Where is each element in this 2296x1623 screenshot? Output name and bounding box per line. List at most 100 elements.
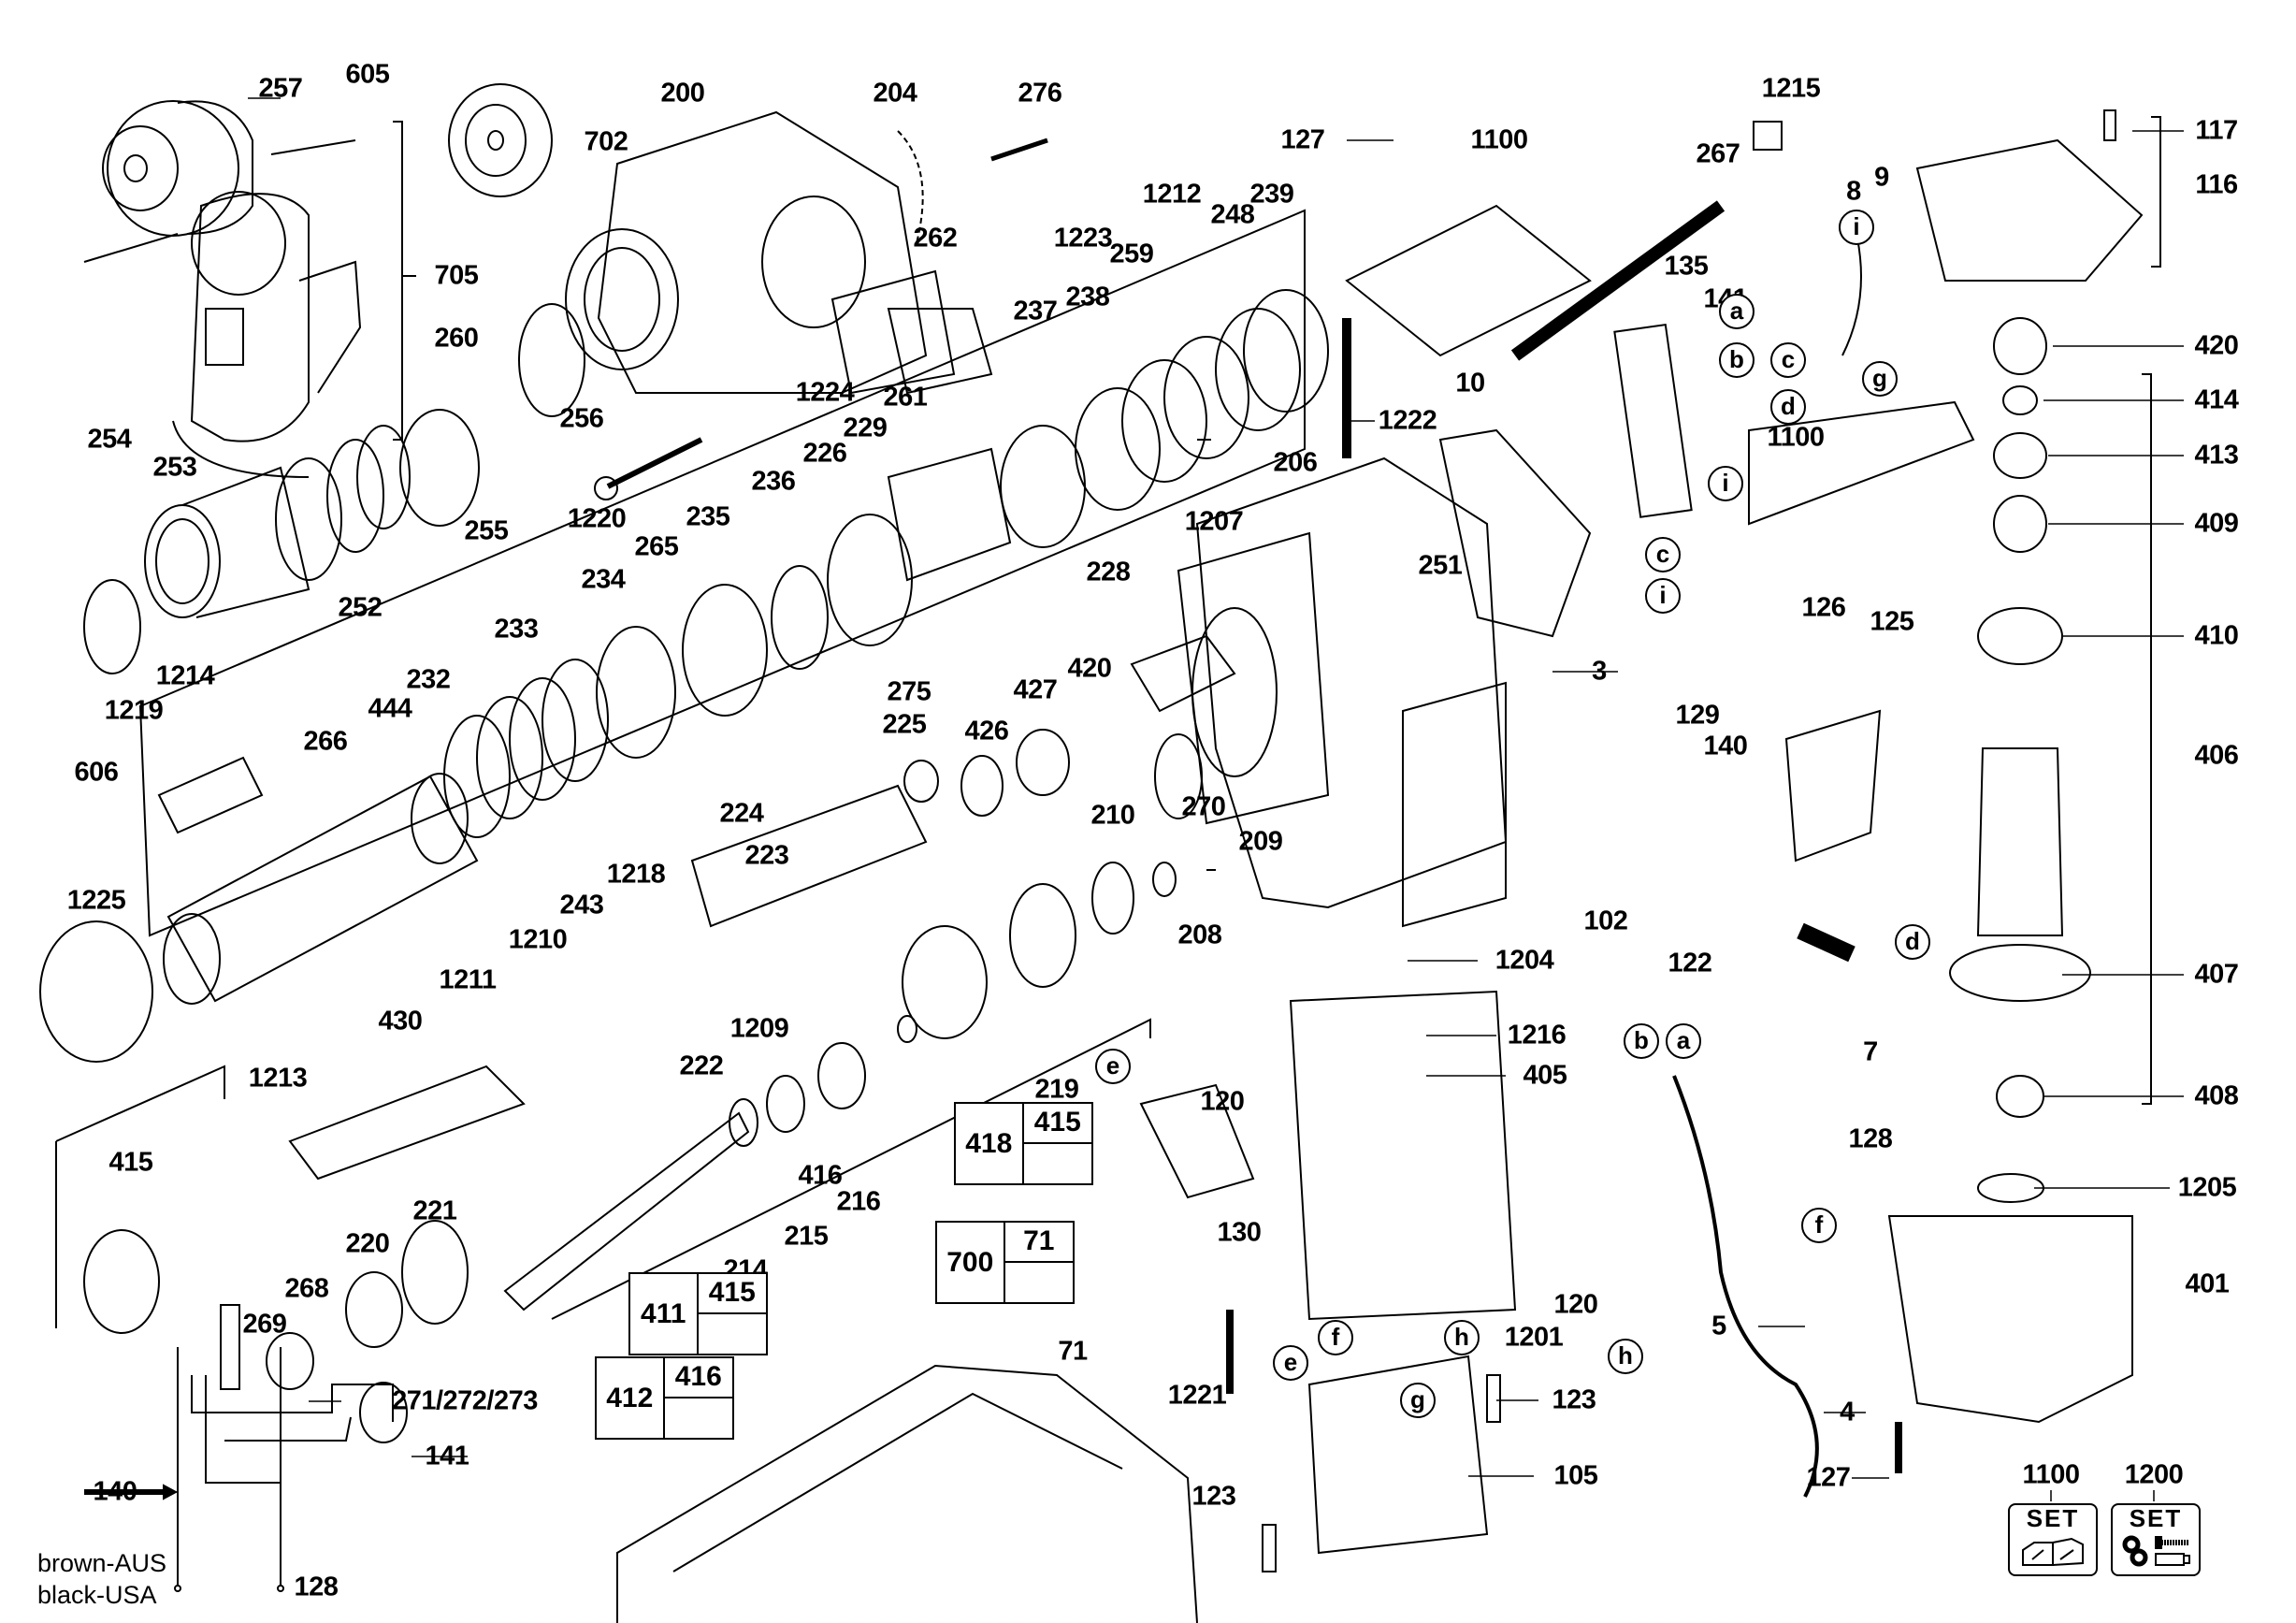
part-label: 117 xyxy=(2195,115,2238,146)
part-label: 1205 xyxy=(2177,1172,2237,1203)
part-270-ring xyxy=(1152,862,1177,897)
part-1220-screw xyxy=(606,437,703,489)
part-label: 426 xyxy=(964,716,1009,746)
part-444-hammer-tube xyxy=(163,773,479,1005)
kit-main-number: 418 xyxy=(956,1104,1024,1183)
part-276-screw xyxy=(990,138,1048,162)
part-label: 262 xyxy=(913,223,958,254)
part-label: 1219 xyxy=(104,695,164,726)
part-1100-handle-cover xyxy=(1345,204,1592,357)
part-label: 122 xyxy=(1668,948,1712,978)
part-206-motor-housing xyxy=(1177,456,1508,928)
part-label: 135 xyxy=(1664,251,1709,282)
part-239-ring xyxy=(1243,289,1329,413)
part-226-clutch xyxy=(827,514,913,646)
part-label: 1200 xyxy=(2124,1459,2184,1490)
part-123-clip xyxy=(1262,1524,1277,1572)
part-233-rings xyxy=(443,659,609,838)
part-label: 1209 xyxy=(729,1013,789,1044)
connector-letter: b xyxy=(1719,342,1754,378)
part-label: 414 xyxy=(2194,384,2239,415)
part-label: 260 xyxy=(434,323,479,354)
part-135-switch xyxy=(1613,323,1693,518)
part-label: 9 xyxy=(1874,162,1889,193)
part-235-gear xyxy=(682,584,768,717)
part-257-chuck xyxy=(102,100,253,237)
part-248-seal xyxy=(1215,308,1301,431)
part-415-cap xyxy=(83,1229,160,1334)
part-label: 1100 xyxy=(1470,124,1528,155)
part-label: 204 xyxy=(873,78,917,109)
part-236-ring xyxy=(771,565,829,670)
part-420-pinion xyxy=(1130,634,1236,713)
part-1205-ring xyxy=(1977,1173,2044,1203)
bracket-116 xyxy=(2151,116,2161,268)
part-430-striker xyxy=(288,1065,526,1181)
connector-letter: f xyxy=(1318,1320,1353,1355)
kit-empty-cell xyxy=(665,1398,733,1439)
part-141-cable xyxy=(1841,233,1862,356)
part-label: 226 xyxy=(802,438,847,469)
part-label: 405 xyxy=(1523,1060,1567,1091)
part-label: 140 xyxy=(1703,731,1748,761)
part-401-cover xyxy=(1887,1215,2133,1424)
part-105-stator xyxy=(1307,1355,1489,1555)
part-label: 209 xyxy=(1238,826,1283,857)
part-label: 1216 xyxy=(1507,1020,1567,1051)
part-10-handle xyxy=(1438,428,1592,638)
part-262-plate xyxy=(830,269,956,395)
part-label: 120 xyxy=(1553,1289,1598,1320)
part-label: 1204 xyxy=(1495,945,1554,976)
part-label: 253 xyxy=(152,452,197,483)
part-label: 420 xyxy=(2194,330,2239,361)
part-label: 225 xyxy=(882,709,927,740)
part-7-rod xyxy=(1797,922,1856,963)
part-label: 444 xyxy=(368,693,412,724)
part-label: 120 xyxy=(1200,1086,1245,1117)
set-icon-1200: SET xyxy=(2111,1503,2201,1576)
connector-letter: f xyxy=(1801,1208,1837,1243)
part-label: 215 xyxy=(784,1221,829,1252)
part-label: 210 xyxy=(1090,800,1135,831)
kit-empty-cell xyxy=(699,1314,767,1355)
kit-main-number: 700 xyxy=(937,1223,1005,1302)
part-126-brush-holder-plate xyxy=(1784,709,1882,862)
part-256-ring xyxy=(518,303,585,417)
part-label: 407 xyxy=(2194,959,2239,990)
set-label: SET xyxy=(2129,1504,2183,1532)
part-label: 140 xyxy=(93,1476,137,1507)
wiring-note-line-2: black-USA xyxy=(37,1580,157,1609)
connector-letter: e xyxy=(1273,1345,1308,1381)
part-label: 116 xyxy=(2195,169,2238,200)
part-label: 1222 xyxy=(1378,405,1437,436)
part-238-bearing xyxy=(1075,387,1161,511)
part-label: 410 xyxy=(2194,620,2239,651)
part-label: 1100 xyxy=(1767,422,1825,453)
part-216-bearing xyxy=(817,1042,866,1109)
part-label: 252 xyxy=(338,592,383,623)
part-label: 1223 xyxy=(1053,223,1113,254)
connector-letter: i xyxy=(1645,578,1681,614)
part-label: 126 xyxy=(1801,592,1846,623)
part-label: 10 xyxy=(1455,368,1485,399)
connector-letter: i xyxy=(1708,466,1743,501)
part-234-ring xyxy=(596,626,676,759)
part-label: 1215 xyxy=(1761,73,1821,104)
part-412-shaft xyxy=(503,1111,750,1311)
kit-main-number: 411 xyxy=(630,1274,699,1354)
part-label: 427 xyxy=(1013,674,1058,705)
part-label: 105 xyxy=(1553,1460,1598,1491)
part-label: 276 xyxy=(1018,78,1062,109)
part-405-field-housing xyxy=(1289,990,1517,1321)
part-702-cap xyxy=(448,83,553,197)
part-label: 127 xyxy=(1280,124,1325,155)
kit-sub-number: 71 xyxy=(1004,1223,1073,1263)
part-label: 268 xyxy=(284,1273,329,1304)
part-label: 238 xyxy=(1065,282,1110,312)
kit-empty-cell xyxy=(1024,1144,1092,1184)
part-225-ring xyxy=(903,760,939,803)
part-label: 257 xyxy=(258,73,303,104)
part-label: 224 xyxy=(719,798,764,829)
brush-holder-set-icon xyxy=(2022,1537,2084,1566)
